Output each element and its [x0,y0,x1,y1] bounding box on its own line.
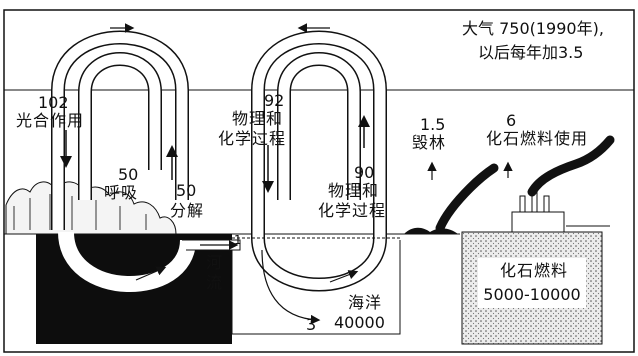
deforestation-value: 1.5 [420,115,446,134]
soil-cycle-loop [58,231,196,292]
river-label-2: 流 [206,273,224,292]
river-flow-value: 1 [234,233,242,247]
factory-chimney-1 [519,195,526,213]
ocean-sink-value: 3 [306,315,317,334]
ocean-uptake-label-2: 化学过程 [218,129,287,148]
ocean-label: 海洋 [348,293,383,312]
soil-loop-direction-arrow [135,266,167,281]
factory-chimney-3 [543,195,550,213]
ocean-storage-value: 40000 [334,313,385,332]
ocean-release-value: 90 [354,163,375,182]
deforestation-smoke [435,163,499,233]
ocean-release-label-2: 化学过程 [318,201,387,220]
respiration-value: 50 [118,165,139,184]
vegetation-stems [13,194,147,230]
ocean-uptake-label-1: 物理和 [232,109,284,128]
fossil-store-value: 5000-10000 [483,285,581,304]
respiration-label: 呼吸 [104,183,139,202]
fossil-use-value: 6 [506,111,517,130]
ocean-basin [231,240,401,335]
fossil-fuel-label-panel [478,258,586,308]
decomposition-label: 分解 [170,201,205,220]
photosynthesis-value: 102 [38,93,69,112]
atmosphere-label-line1: 大气 750(1990年), [462,19,604,38]
deep-ocean-direction-arrow [329,270,359,283]
ocean-release-label-1: 物理和 [328,181,380,200]
river-label-1: 河 [206,253,224,272]
vegetation [5,181,177,235]
atmosphere-label-line2: 以后每年加3.5 [478,43,584,62]
fossil-store-label: 化石燃料 [499,261,568,280]
ocean-uptake-value: 92 [264,91,285,110]
decomposition-value: 50 [176,181,197,200]
ocean-sink-arrow [261,249,321,325]
factory-building [511,211,565,233]
burning-forest [404,227,458,234]
deforestation-label: 毁林 [412,133,447,152]
fossil-use-label: 化石燃料使用 [486,129,589,148]
factory-smoke [527,135,615,197]
ocean-cycle-inner-loop [277,52,361,200]
diagram-frame [3,9,635,353]
photosynthesis-label: 光合作用 [16,111,85,130]
